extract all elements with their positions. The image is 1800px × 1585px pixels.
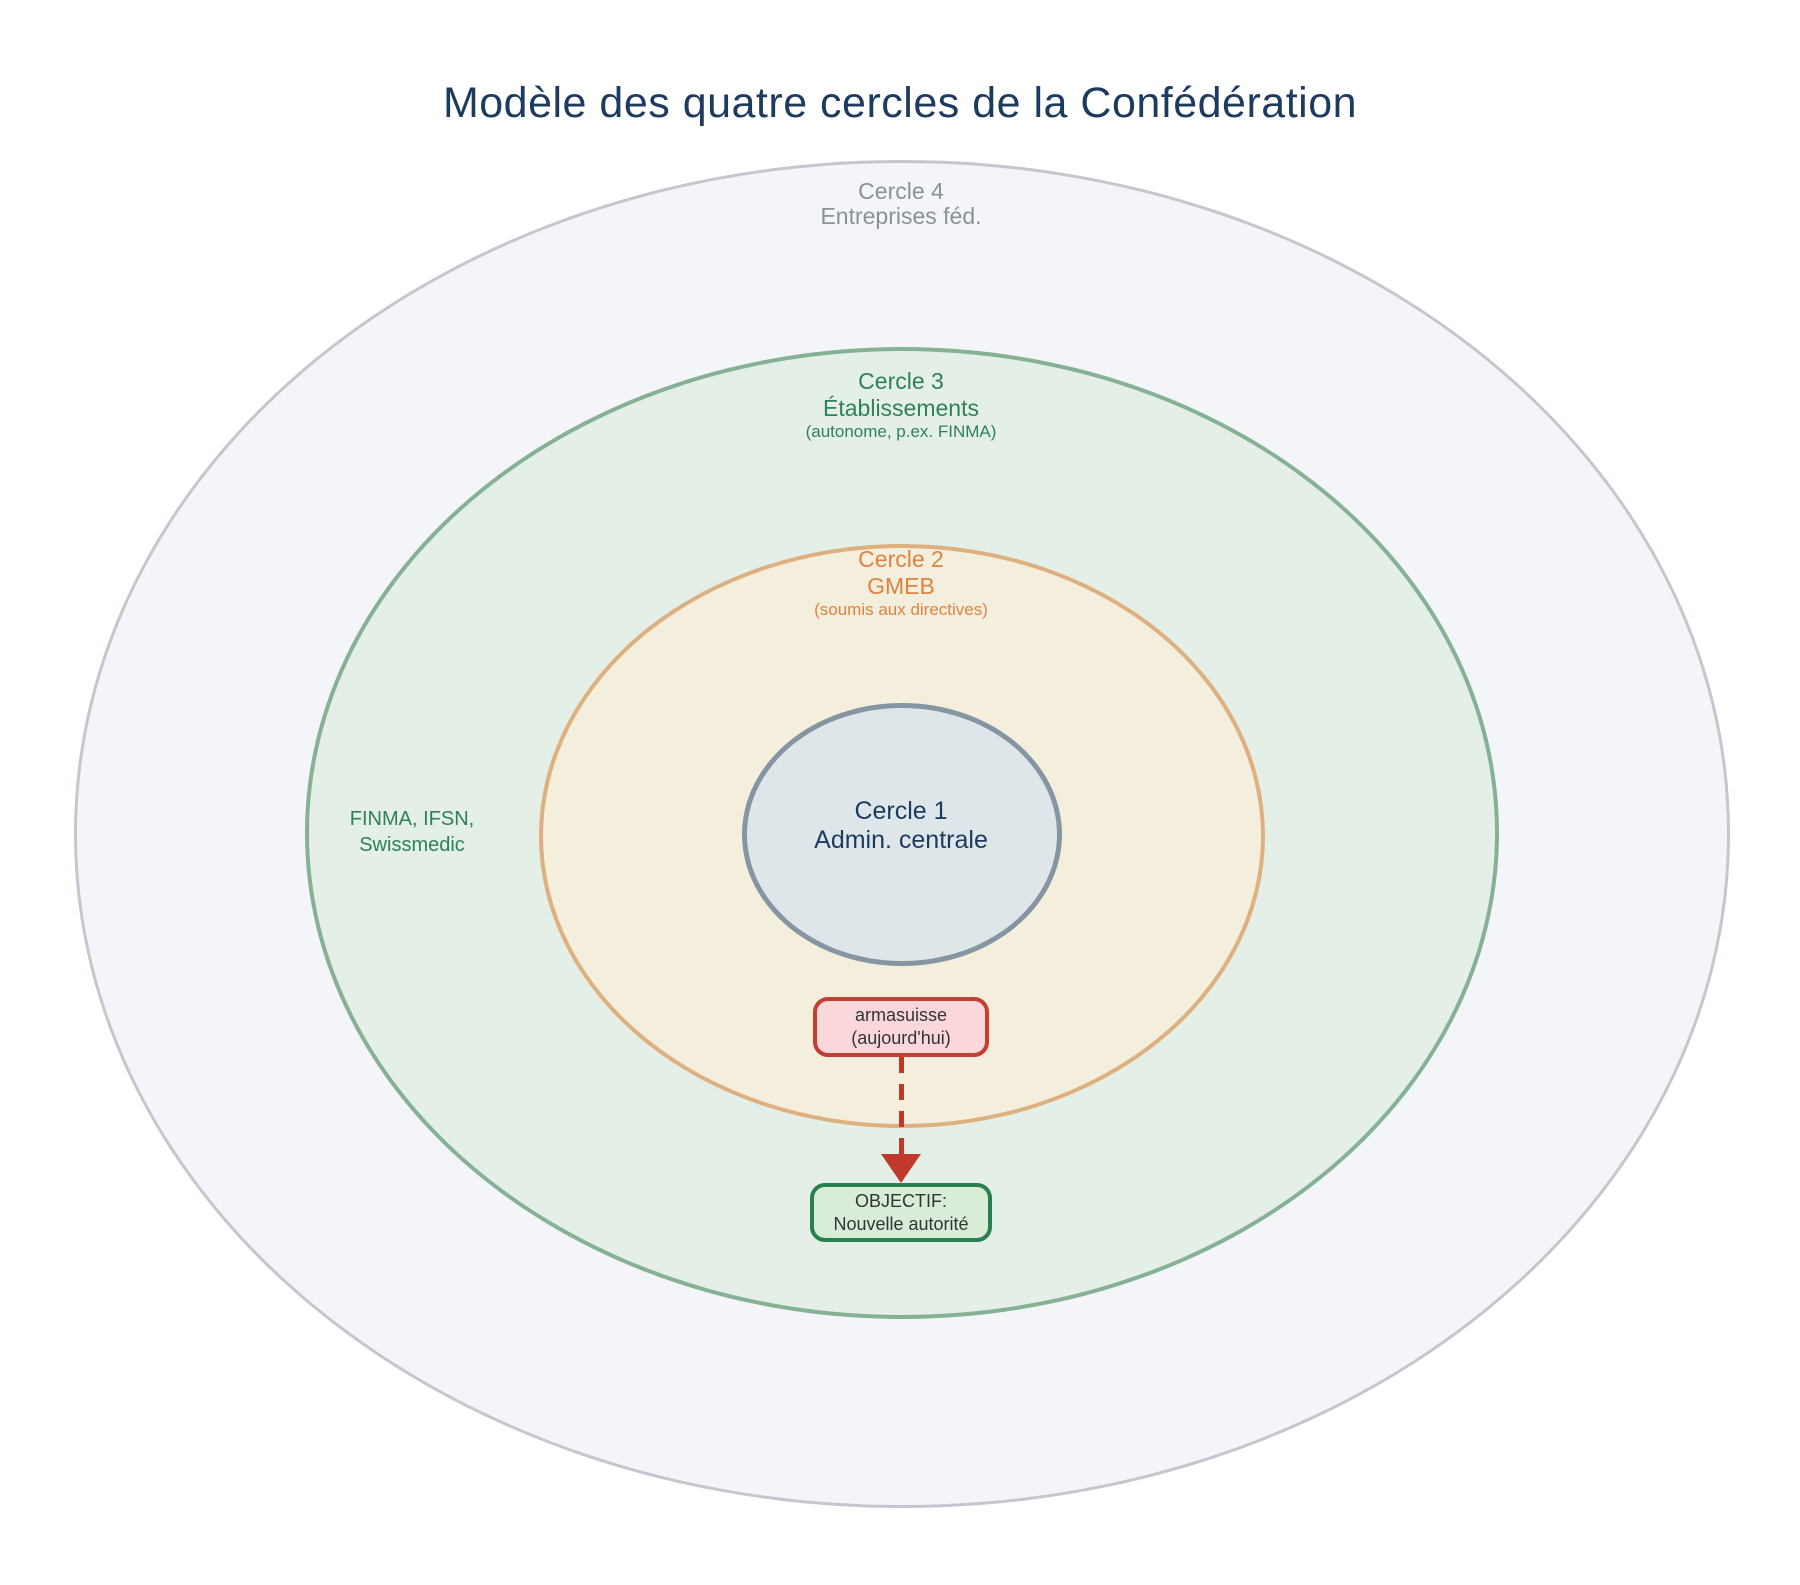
circle-2-sublabel: GMEB xyxy=(867,573,935,599)
side-label-finma: FINMA, IFSN, Swissmedic xyxy=(350,806,474,858)
circle-3-sublabel: Établissements xyxy=(823,395,979,421)
circle-3-label-group: Cercle 3 Établissements (autonome, p.ex.… xyxy=(806,368,997,441)
dashed-arrow-line xyxy=(899,1057,904,1157)
circle-1-ellipse xyxy=(742,703,1062,966)
circle-1-label-group: Cercle 1 Admin. centrale xyxy=(814,797,988,855)
diagram-title: Modèle des quatre cercles de la Confédér… xyxy=(442,79,1358,127)
armasuisse-box: armasuisse (aujourd'hui) xyxy=(813,997,989,1057)
objective-box: OBJECTIF: Nouvelle autorité xyxy=(810,1183,992,1242)
circle-1-label: Cercle 1 xyxy=(854,797,948,825)
objective-line1: OBJECTIF: xyxy=(854,1190,947,1211)
armasuisse-line1: armasuisse xyxy=(854,1005,948,1025)
circle-1-sublabel: Admin. centrale xyxy=(814,826,988,854)
circle-3-label: Cercle 3 xyxy=(858,368,944,394)
circle-4-label: Cercle 4 xyxy=(858,178,944,204)
arrow-head-icon xyxy=(881,1154,921,1183)
circle-4-label-group: Cercle 4 Entreprises féd. xyxy=(820,179,981,229)
circle-2-note: (soumis aux directives) xyxy=(814,600,988,619)
side-label-line1: FINMA, IFSN, xyxy=(349,808,475,830)
circle-2-label: Cercle 2 xyxy=(858,546,944,572)
armasuisse-line2: (aujourd'hui) xyxy=(851,1028,951,1048)
circle-3-note: (autonome, p.ex. FINMA) xyxy=(805,422,997,441)
circle-4-sublabel: Entreprises féd. xyxy=(820,203,982,229)
side-label-line2: Swissmedic xyxy=(359,834,465,856)
objective-line2: Nouvelle autorité xyxy=(833,1213,969,1234)
circle-2-label-group: Cercle 2 GMEB (soumis aux directives) xyxy=(814,546,988,619)
